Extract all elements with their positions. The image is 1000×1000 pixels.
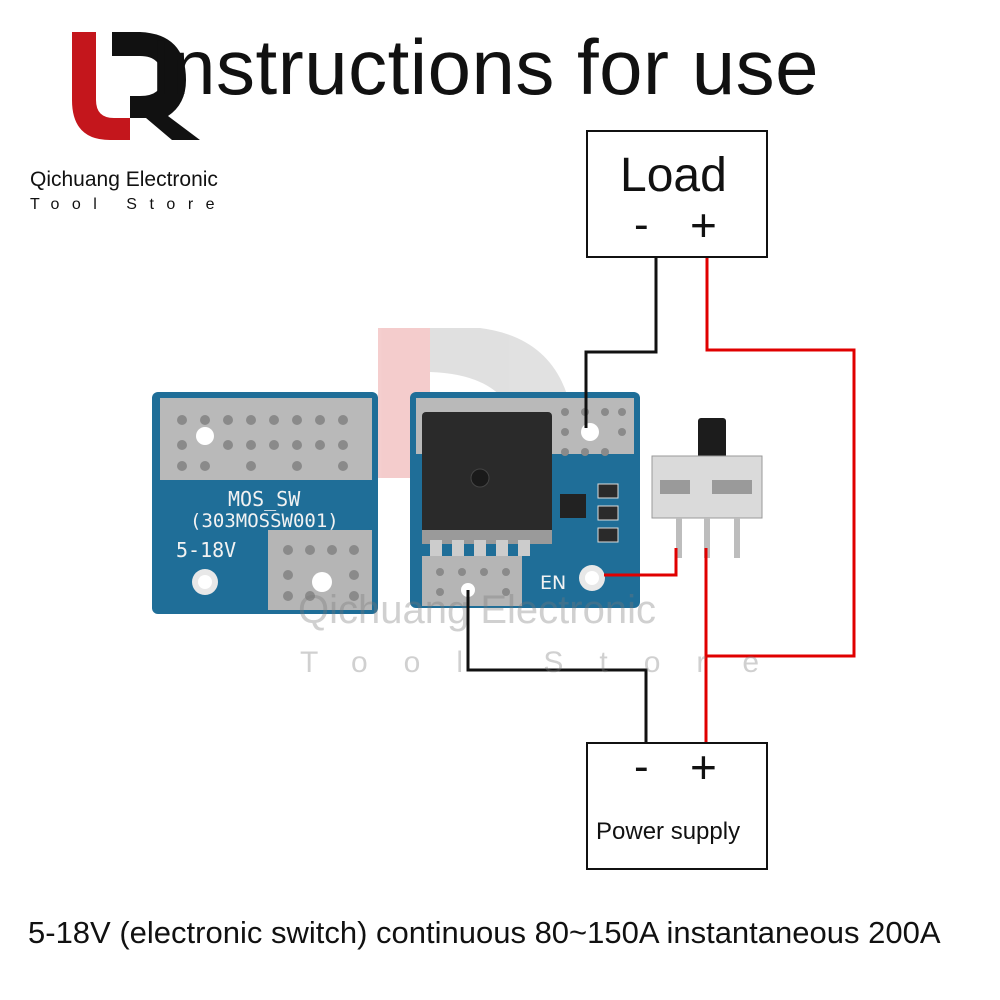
page-title: Instructions for use — [150, 23, 819, 111]
load-plus-terminal: + — [690, 199, 717, 251]
slide-switch — [651, 418, 763, 558]
spec-caption: 5-18V (electronic switch) continuous 80~… — [28, 915, 941, 950]
enable-pin-label: EN — [540, 572, 567, 594]
positive-wires — [604, 258, 856, 742]
module-voltage: 5-18V — [176, 538, 237, 562]
brand-name: Qichuang Electronic — [30, 168, 218, 191]
power-supply-minus-terminal: - — [634, 742, 649, 791]
brand-subtitle: Tool Store — [30, 196, 228, 213]
module-name: MOS_SW — [228, 487, 301, 511]
power-supply-plus-terminal: + — [690, 741, 717, 793]
module-code: (303MOSSW001) — [190, 510, 339, 532]
power-supply-box — [586, 742, 768, 870]
brand-logo — [72, 32, 200, 140]
pcb-module-left — [152, 392, 378, 614]
load-box — [586, 130, 768, 258]
power-supply-label: Power supply — [596, 818, 741, 845]
watermark-name: Qichuang Electronic — [298, 588, 656, 632]
load-minus-terminal: - — [634, 200, 649, 249]
pcb-module-right — [410, 392, 640, 608]
negative-wires — [466, 258, 658, 742]
watermark-subtitle: Tool Store — [300, 646, 796, 679]
load-label: Load — [620, 149, 727, 202]
